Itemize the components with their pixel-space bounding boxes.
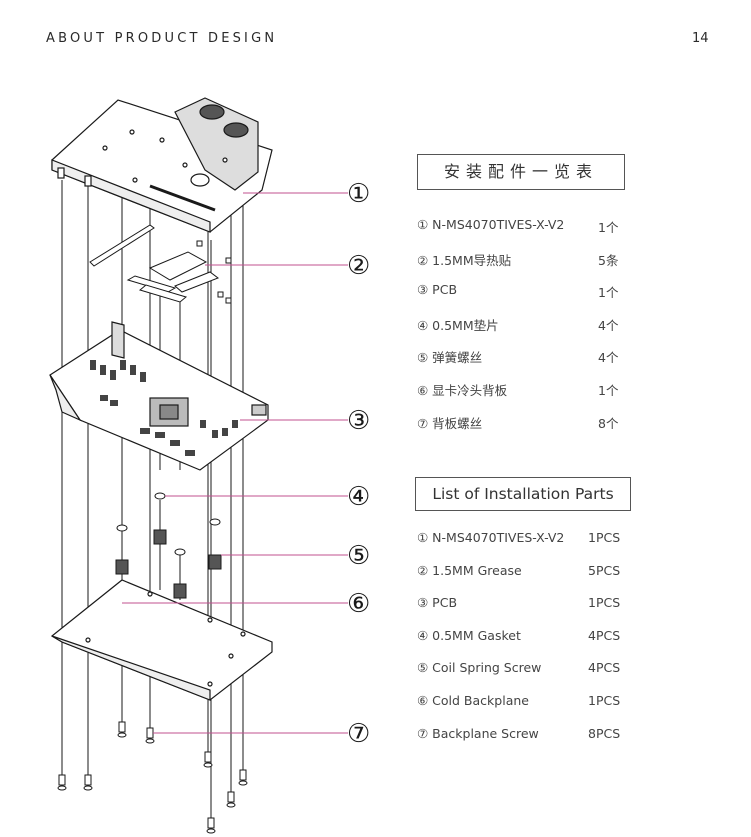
item-qty: 8个 [598,415,619,431]
item-label: ⑦ 背板螺丝 [417,415,483,431]
page-number: 14 [692,31,709,46]
list-item: ⑦ 背板螺丝 8个 [417,413,647,446]
item-qty: 8PCS [588,725,621,741]
item-label: ④ 0.5MM Gasket [417,627,521,643]
item-label: ④ 0.5MM垫片 [417,317,499,333]
item-label: ⑤ 弹簧螺丝 [417,350,483,366]
item-label: ⑤ Coil Spring Screw [417,660,542,676]
item-qty: 5PCS [588,562,621,578]
water-block [51,97,273,233]
item-qty: 4个 [598,350,619,366]
parts-list-cn: ① N-MS4070TIVES-X-V2 1个 ② 1.5MM导热贴 5条 ③ PC… [417,217,647,445]
list-item: ① N-MS4070TIVES-X-V2 1PCS [417,530,647,563]
item-label: ② 1.5MM Grease [417,562,522,578]
item-qty: 5条 [598,252,619,268]
item-label: ⑥ 显卡冷头背板 [417,382,508,398]
item-qty: 1个 [598,285,619,301]
callout-4: ④ [347,482,370,512]
list-item: ① N-MS4070TIVES-X-V2 1个 [417,217,647,250]
list-item: ⑥ 显卡冷头背板 1个 [417,380,647,413]
item-qty: 1个 [598,382,619,398]
list-item: ② 1.5MM Grease 5PCS [417,563,647,596]
leader-lines [122,192,348,734]
thermal-pads [89,224,232,304]
callout-1: ① [347,179,370,209]
parts-list-en: ① N-MS4070TIVES-X-V2 1PCS ② 1.5MM Grease 5… [417,530,647,758]
backplane [50,579,273,701]
pcb-board [49,321,269,471]
item-qty: 1PCS [588,530,621,545]
exploded-assembly-diagram: ① ② ③ ④ ⑤ ⑥ ⑦ [49,97,370,834]
parts-list-title-en: List of Installation Parts [415,477,631,511]
header-title: ABOUT PRODUCT DESIGN [46,31,278,46]
item-qty: 4个 [598,317,619,333]
item-label: ① N-MS4070TIVES-X-V2 [417,217,565,232]
list-item: ⑥ Cold Backplane 1PCS [417,693,647,726]
backplane-screws [57,721,248,834]
callout-2: ② [347,251,370,281]
gaskets-and-spring-screws [115,492,222,599]
callout-7: ⑦ [347,719,370,749]
list-item: ④ 0.5MM Gasket 4PCS [417,628,647,661]
list-item: ⑤ Coil Spring Screw 4PCS [417,660,647,693]
item-label: ⑥ Cold Backplane [417,692,529,708]
parts-list-title-cn: 安装配件一览表 [417,154,625,190]
item-qty: 1PCS [588,692,621,708]
list-item: ③ PCB 1个 [417,282,647,315]
item-qty: 4PCS [588,660,621,676]
list-item: ③ PCB 1PCS [417,595,647,628]
list-item: ④ 0.5MM垫片 4个 [417,315,647,348]
item-label: ⑦ Backplane Screw [417,725,539,741]
list-item: ⑤ 弹簧螺丝 4个 [417,347,647,380]
item-label: ③ PCB [417,595,458,611]
item-qty: 4PCS [588,627,621,643]
callout-6: ⑥ [347,589,370,619]
item-qty: 1PCS [588,595,621,611]
item-label: ③ PCB [417,282,458,298]
callout-5: ⑤ [347,541,370,571]
callout-3: ③ [347,406,370,436]
item-label: ① N-MS4070TIVES-X-V2 [417,530,565,545]
list-item: ⑦ Backplane Screw 8PCS [417,726,647,759]
item-label: ② 1.5MM导热贴 [417,252,512,268]
list-item: ② 1.5MM导热贴 5条 [417,250,647,283]
item-qty: 1个 [598,220,619,235]
